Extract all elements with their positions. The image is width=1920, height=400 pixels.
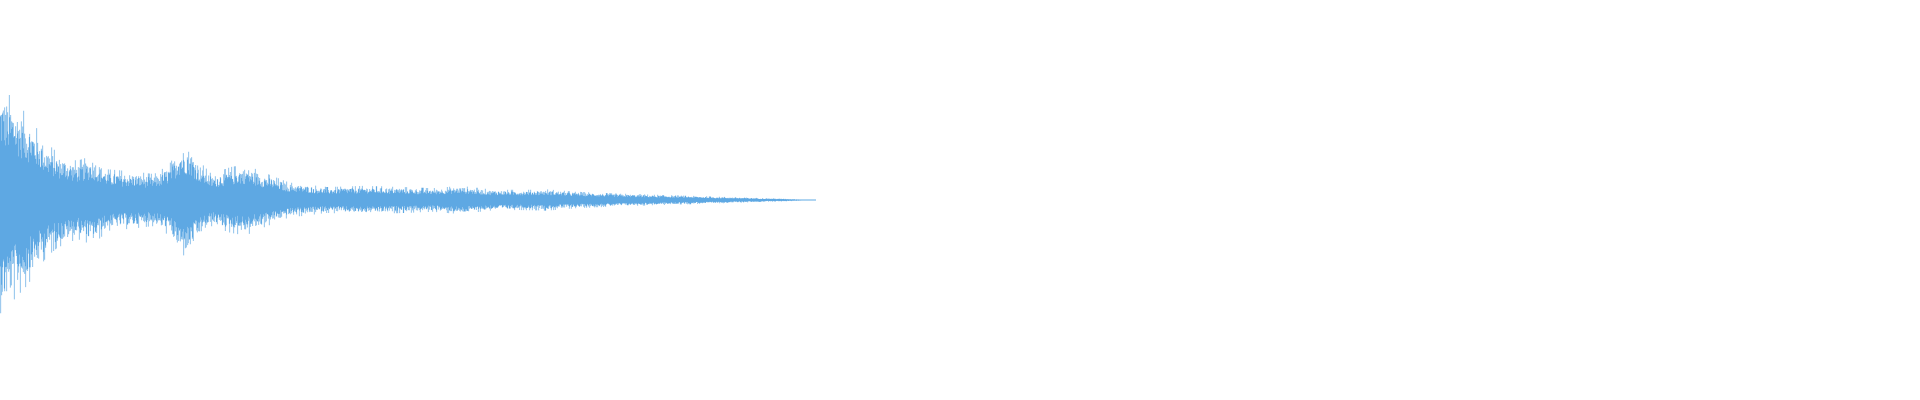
- audio-waveform: [0, 95, 816, 314]
